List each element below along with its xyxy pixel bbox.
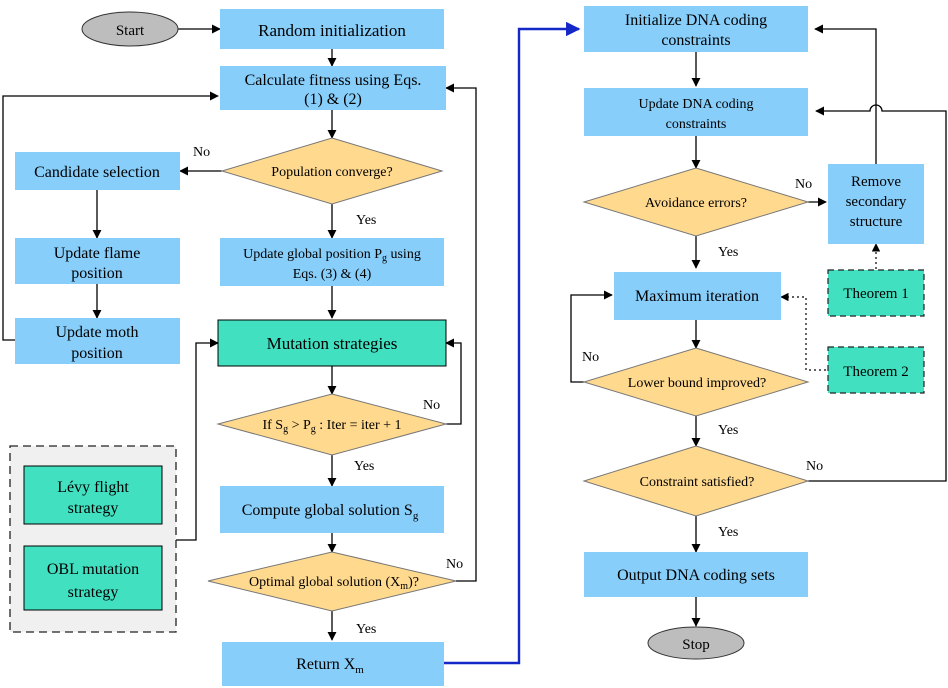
return-label: Return Xm <box>296 656 364 676</box>
node-update-global: Update global position Pg using Eqs. (3)… <box>220 238 444 286</box>
mutation-label: Mutation strategies <box>267 334 398 353</box>
start-label: Start <box>116 23 145 39</box>
stop-label: Stop <box>682 637 710 653</box>
label-no-lower: No <box>582 350 599 365</box>
label-no-constraint: No <box>806 459 823 474</box>
node-levy-flight: Lévy flight strategy <box>23 465 163 525</box>
max-iteration-label: Maximum iteration <box>635 288 759 305</box>
node-remove-secondary: Remove secondary structure <box>828 164 924 244</box>
edge-moth-to-fitness <box>2 91 219 341</box>
node-start: Start <box>81 11 179 47</box>
remove-line2: secondary <box>846 194 907 210</box>
node-random-init: Random initialization <box>220 9 444 49</box>
lower-bound-label: Lower bound improved? <box>628 376 766 391</box>
label-no-converge: No <box>193 145 210 160</box>
node-optimal-global: Optimal global solution (Xm)? <box>207 551 457 612</box>
label-yes-avoidance: Yes <box>718 245 738 260</box>
node-avoidance-errors: Avoidance errors? <box>582 167 810 237</box>
pop-converge-label: Population converge? <box>271 165 392 180</box>
label-yes-constraint: Yes <box>718 525 738 540</box>
constraint-label: Constraint satisfied? <box>640 475 755 490</box>
update-moth-line1: Update moth <box>55 324 138 341</box>
calc-fitness-line2: (1) & (2) <box>304 91 362 108</box>
update-flame-line2: position <box>71 265 123 282</box>
obl-line1: OBL mutation <box>47 561 139 578</box>
obl-line2: strategy <box>68 584 119 601</box>
update-flame-line1: Update flame <box>54 245 141 262</box>
output-dna-label: Output DNA coding sets <box>617 567 775 584</box>
init-dna-line2: constraints <box>661 32 730 49</box>
node-obl-mutation: OBL mutation strategy <box>23 545 163 611</box>
strategy-group: Lévy flight strategy OBL mutation strate… <box>9 445 177 633</box>
calc-fitness-line1: Calculate fitness using Eqs. <box>245 72 422 89</box>
node-output-dna: Output DNA coding sets <box>584 552 808 597</box>
label-yes-lower: Yes <box>718 423 738 438</box>
optimal-label: Optimal global solution (Xm)? <box>249 575 419 592</box>
node-pop-converge: Population converge? <box>220 137 444 205</box>
random-init-label: Random initialization <box>258 21 406 40</box>
node-mutation-strategies: Mutation strategies <box>217 319 447 367</box>
edges <box>2 21 947 665</box>
update-dna-line2: constraints <box>666 117 727 132</box>
init-dna-line1: Initialize DNA coding <box>625 12 767 29</box>
node-theorem2: Theorem 2 <box>827 346 925 394</box>
levy-line1: Lévy flight <box>57 479 129 496</box>
node-update-dna: Update DNA coding constraints <box>584 88 808 136</box>
label-no-optimal: No <box>446 557 463 572</box>
label-yes-if: Yes <box>354 459 374 474</box>
node-if-sg: If Sg > Pg : Iter = iter + 1 <box>216 393 448 456</box>
update-dna-line1: Update DNA coding <box>638 97 753 112</box>
node-return-xm: Return Xm <box>222 642 444 686</box>
remove-line3: structure <box>850 214 903 230</box>
node-calc-fitness: Calculate fitness using Eqs. (1) & (2) <box>220 66 446 110</box>
edge-lower-to-maxiter <box>570 290 613 383</box>
node-update-flame: Update flame position <box>15 238 180 284</box>
edge-remove-to-initdna <box>814 24 877 164</box>
avoidance-label: Avoidance errors? <box>645 196 747 211</box>
edge-theorem2-to-maxiter <box>780 292 826 371</box>
label-no-if: No <box>423 398 440 413</box>
compute-global-label: Compute global solution Sg <box>242 502 419 522</box>
node-candidate-selection: Candidate selection <box>15 152 180 190</box>
node-init-dna: Initialize DNA coding constraints <box>584 6 808 52</box>
update-moth-line2: position <box>71 345 123 362</box>
theorem1-label: Theorem 1 <box>843 286 908 302</box>
label-yes-optimal: Yes <box>356 622 376 637</box>
edge-labels: No Yes No Yes No Yes No Yes No Yes No Ye… <box>193 145 823 637</box>
edge-strategy-to-mutation <box>176 338 219 541</box>
node-max-iteration: Maximum iteration <box>614 272 781 320</box>
edge-if-to-mutation <box>445 338 462 425</box>
node-constraint-satisfied: Constraint satisfied? <box>582 445 810 517</box>
edge-return-to-init-dna <box>444 21 581 665</box>
node-theorem1: Theorem 1 <box>827 269 925 317</box>
update-global-line2: Eqs. (3) & (4) <box>293 267 372 282</box>
if-sg-label: If Sg > Pg : Iter = iter + 1 <box>262 418 401 435</box>
node-update-moth: Update moth position <box>15 318 180 364</box>
levy-line2: strategy <box>68 500 119 517</box>
edge-constraint-to-updatedna <box>808 104 947 482</box>
candidate-selection-label: Candidate selection <box>34 164 160 181</box>
label-no-avoidance: No <box>795 177 812 192</box>
theorem2-label: Theorem 2 <box>843 364 908 380</box>
edge-optimal-to-fitness <box>445 83 477 582</box>
node-compute-global: Compute global solution Sg <box>220 486 444 533</box>
node-stop: Stop <box>647 626 745 660</box>
remove-line1: Remove <box>851 174 901 190</box>
node-lower-bound: Lower bound improved? <box>582 347 810 417</box>
update-global-line1: Update global position Pg using <box>243 247 421 264</box>
label-yes-converge: Yes <box>356 213 376 228</box>
